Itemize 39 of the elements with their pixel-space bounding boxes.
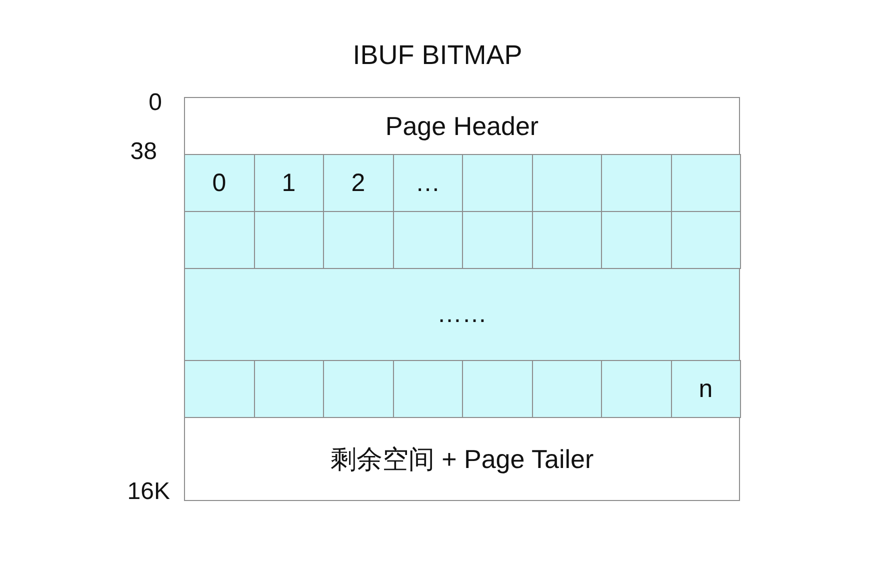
section-label: ……	[437, 300, 487, 329]
section-label: n	[698, 374, 713, 404]
bitmap-cell	[532, 360, 602, 418]
bitmap-cell	[254, 154, 324, 212]
bitmap-cell	[670, 360, 741, 418]
section-label: 剩余空间 + Page Tailer	[330, 442, 594, 476]
section-label: Page Header	[385, 110, 539, 142]
diagram-title: IBUF BITMAP	[352, 40, 524, 71]
section-label: …	[415, 168, 440, 198]
bitmap-cell	[462, 211, 532, 269]
offset-label: 16K	[126, 478, 170, 506]
section-label: 0	[212, 168, 226, 198]
bitmap-cell	[184, 154, 254, 212]
bitmap-cell	[462, 360, 532, 418]
bitmap-cell	[184, 211, 254, 269]
page-header-section	[184, 97, 740, 155]
bitmap-cell	[532, 154, 602, 212]
bitmap-cell	[392, 154, 463, 212]
offset-label: 0	[148, 89, 162, 117]
bitmap-cell	[601, 211, 672, 269]
bitmap-cell	[254, 211, 324, 269]
section-label: 2	[351, 168, 366, 198]
bitmap-rows-band	[184, 268, 740, 361]
bitmap-cell	[462, 154, 532, 212]
bitmap-cell	[670, 154, 741, 212]
bitmap-cell	[323, 360, 394, 418]
bitmap-cell	[254, 360, 324, 418]
bitmap-cell	[184, 360, 254, 418]
bitmap-cell	[323, 211, 394, 269]
bitmap-cell	[601, 360, 672, 418]
bitmap-cell	[323, 154, 394, 212]
bitmap-cell	[601, 154, 672, 212]
bitmap-cell	[392, 211, 463, 269]
bitmap-cell	[392, 360, 463, 418]
bitmap-cell	[532, 211, 602, 269]
offset-label: 38	[129, 138, 157, 166]
page-tailer-section	[184, 417, 740, 501]
bitmap-cell	[670, 211, 741, 269]
section-label: 1	[282, 168, 296, 198]
